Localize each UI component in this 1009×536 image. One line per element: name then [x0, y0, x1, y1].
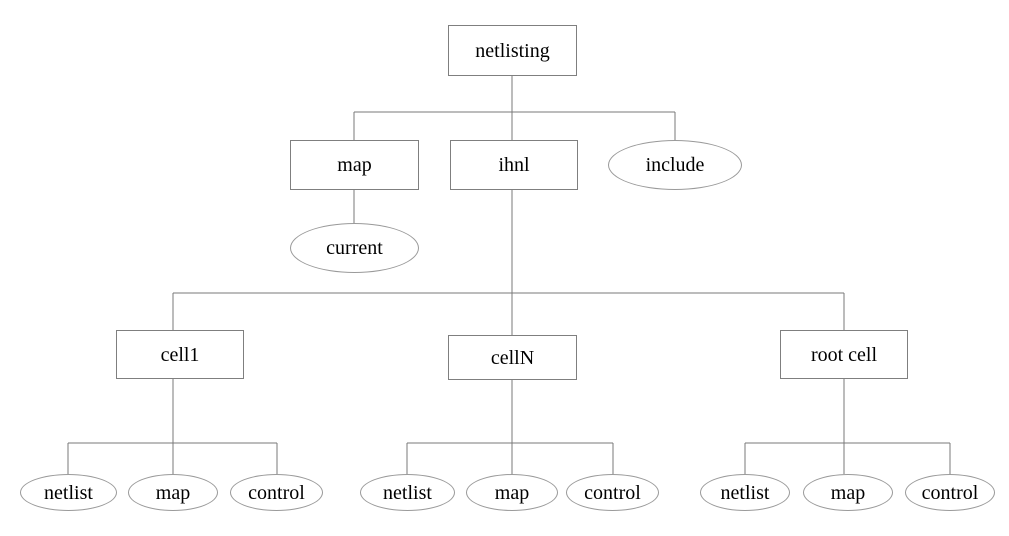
node-cell1-netlist: netlist — [20, 474, 117, 511]
node-cell1-control: control — [230, 474, 323, 511]
node-rootcell-map: map — [803, 474, 893, 511]
node-ihnl: ihnl — [450, 140, 578, 190]
node-map-config: map — [290, 140, 419, 190]
node-cell1: cell1 — [116, 330, 244, 379]
node-rootcell-netlist: netlist — [700, 474, 790, 511]
node-netlisting: netlisting — [448, 25, 577, 76]
node-rootcell-control: control — [905, 474, 995, 511]
node-celln-control: control — [566, 474, 659, 511]
node-root-cell: root cell — [780, 330, 908, 379]
node-include: include — [608, 140, 742, 190]
node-cell1-map: map — [128, 474, 218, 511]
node-current: current — [290, 223, 419, 273]
node-celln-netlist: netlist — [360, 474, 455, 511]
node-celln-map: map — [466, 474, 558, 511]
node-celln: cellN — [448, 335, 577, 380]
